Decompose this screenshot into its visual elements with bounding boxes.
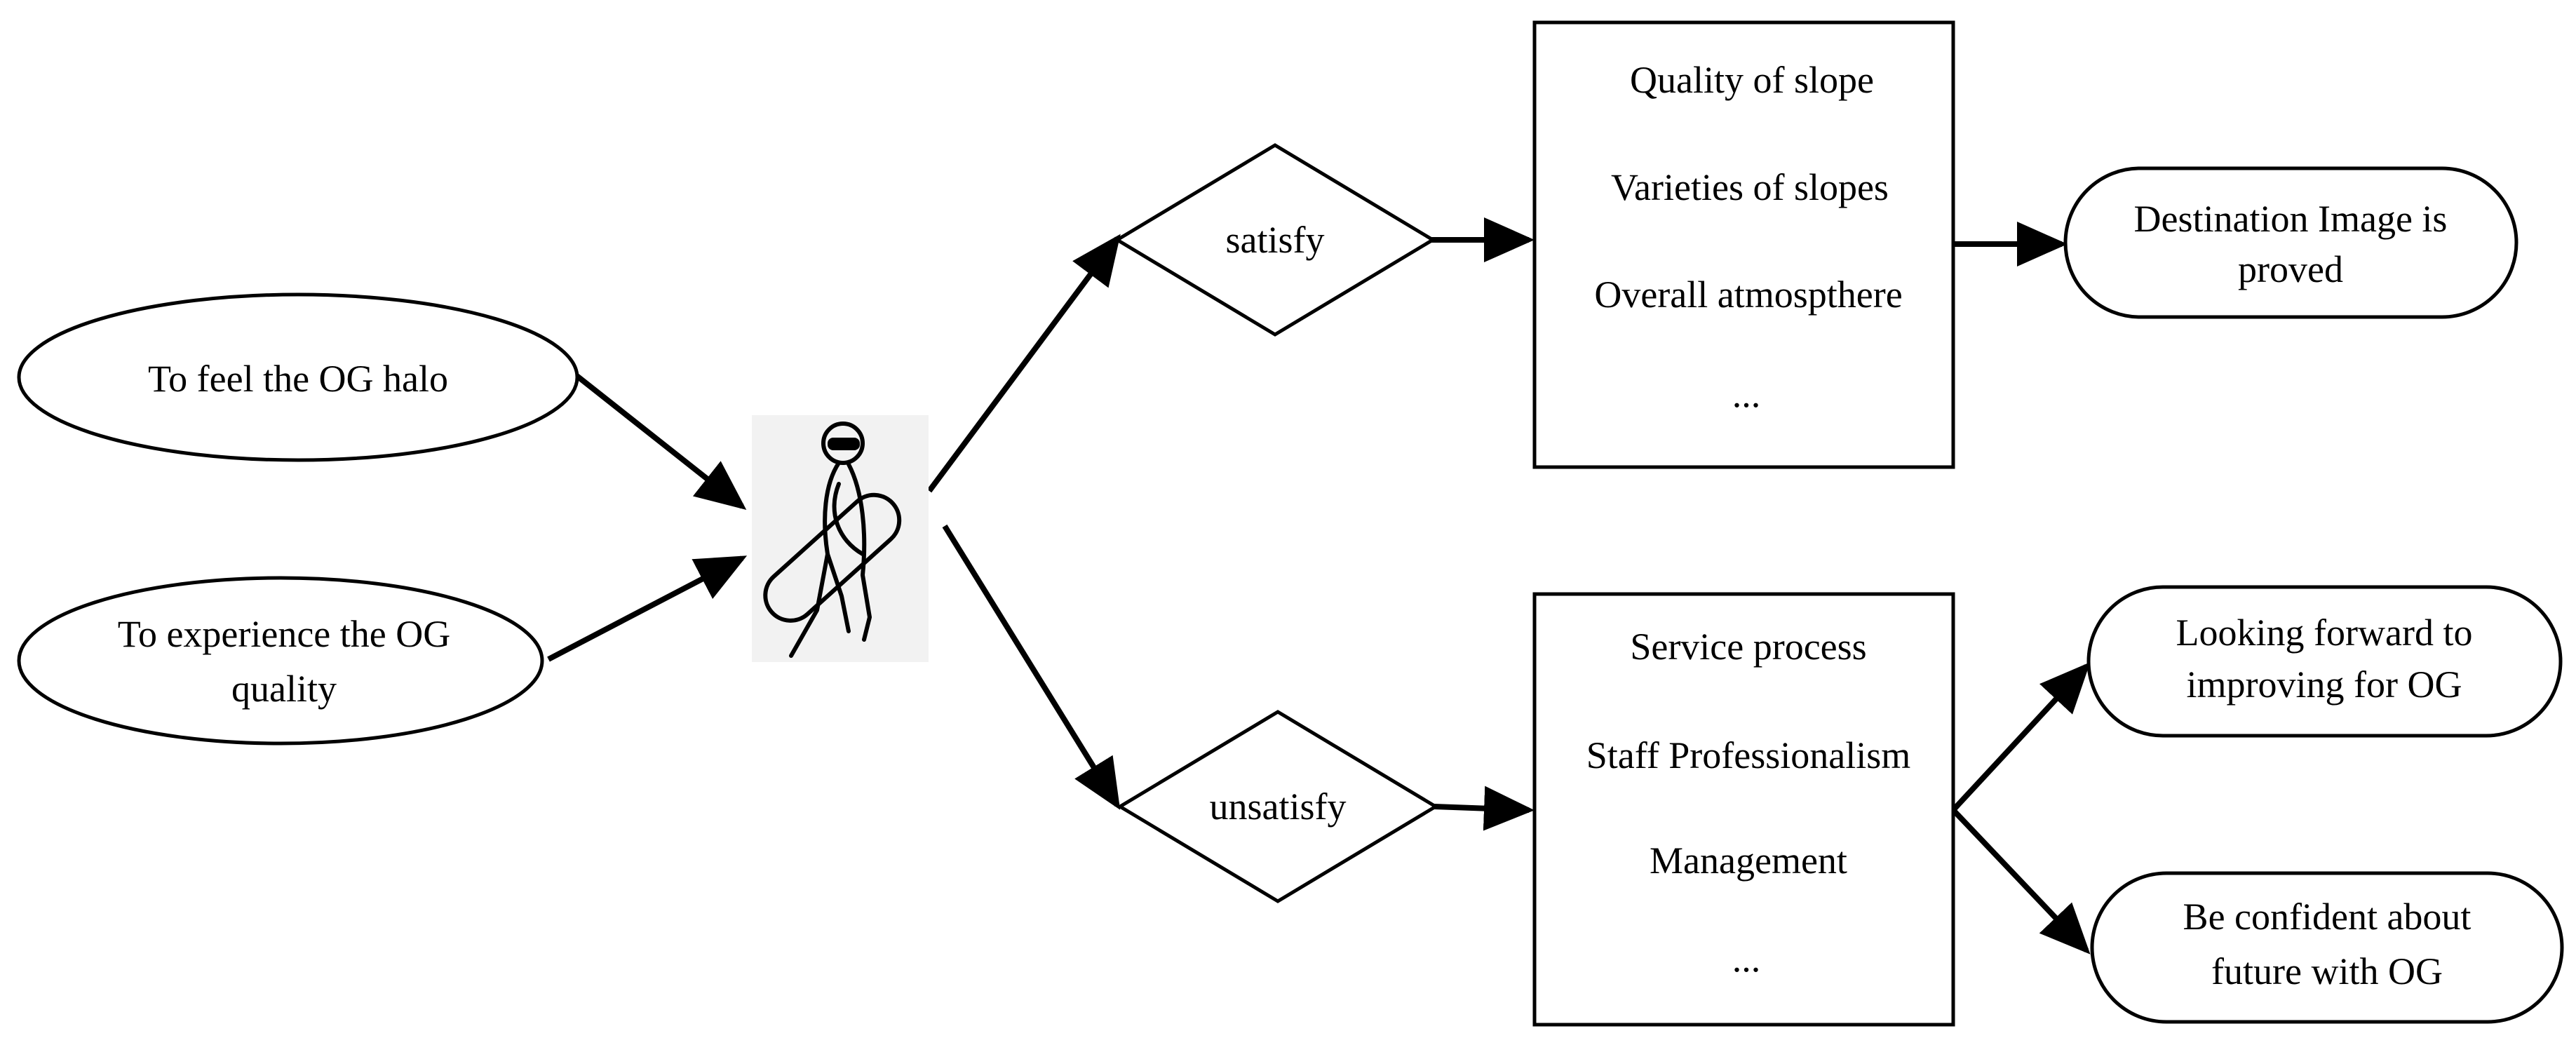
unsatisfy-factor-2: Staff Professionalism [1586, 734, 1910, 776]
edge-skier-to-satisfy [926, 234, 1121, 493]
be-confident-line-2: future with OG [2211, 950, 2443, 992]
edge-factors-to-looking-forward [1951, 662, 2091, 812]
edge-quality-to-skier [547, 555, 748, 662]
satisfy-factor-4: ... [1732, 373, 1761, 415]
satisfy-factor-1: Quality of slope [1630, 59, 1874, 101]
feel-halo-label: To feel the OG halo [148, 358, 448, 400]
edge-halo-to-skier [569, 369, 747, 510]
edges [547, 217, 2091, 955]
unsatisfy-factor-3: Management [1650, 840, 1847, 882]
node-feel-halo: To feel the OG halo [17, 292, 579, 462]
unsatisfy-label: unsatisfy [1210, 786, 1347, 828]
snowboarder-icon [752, 415, 929, 662]
node-satisfy-factors: Quality of slope Varieties of slopes Ove… [1532, 20, 1955, 469]
unsatisfy-factor-4: ... [1732, 938, 1761, 980]
unsatisfy-factor-1: Service process [1630, 626, 1866, 668]
looking-forward-line-2: improving for OG [2187, 663, 2462, 706]
node-unsatisfy-factors: Service process Staff Professionalism Ma… [1532, 592, 1955, 1027]
node-looking-forward: Looking forward to improving for OG [2086, 585, 2563, 738]
node-destination-image: Destination Image is proved [2063, 166, 2518, 319]
be-confident-line-1: Be confident about [2183, 896, 2472, 938]
experience-quality-line-1: To experience the OG [118, 613, 451, 655]
edge-unsatisfy-to-factors [1434, 786, 1535, 831]
destination-image-line-2: proved [2238, 248, 2343, 290]
satisfy-factor-2: Varieties of slopes [1611, 166, 1889, 208]
looking-forward-line-1: Looking forward to [2176, 612, 2473, 654]
node-unsatisfy: unsatisfy [1117, 710, 1439, 903]
satisfy-label: satisfy [1226, 219, 1325, 261]
node-satisfy: satisfy [1114, 143, 1436, 337]
experience-quality-line-2: quality [231, 668, 337, 710]
destination-image-line-1: Destination Image is [2134, 198, 2448, 240]
edge-skier-to-unsatisfy [942, 524, 1121, 810]
edge-factors-to-confident [1951, 808, 2091, 955]
node-experience-quality: To experience the OG quality [17, 576, 544, 746]
node-be-confident: Be confident about future with OG [2090, 871, 2564, 1024]
satisfy-factor-3: Overall atmospthere [1594, 274, 1902, 316]
